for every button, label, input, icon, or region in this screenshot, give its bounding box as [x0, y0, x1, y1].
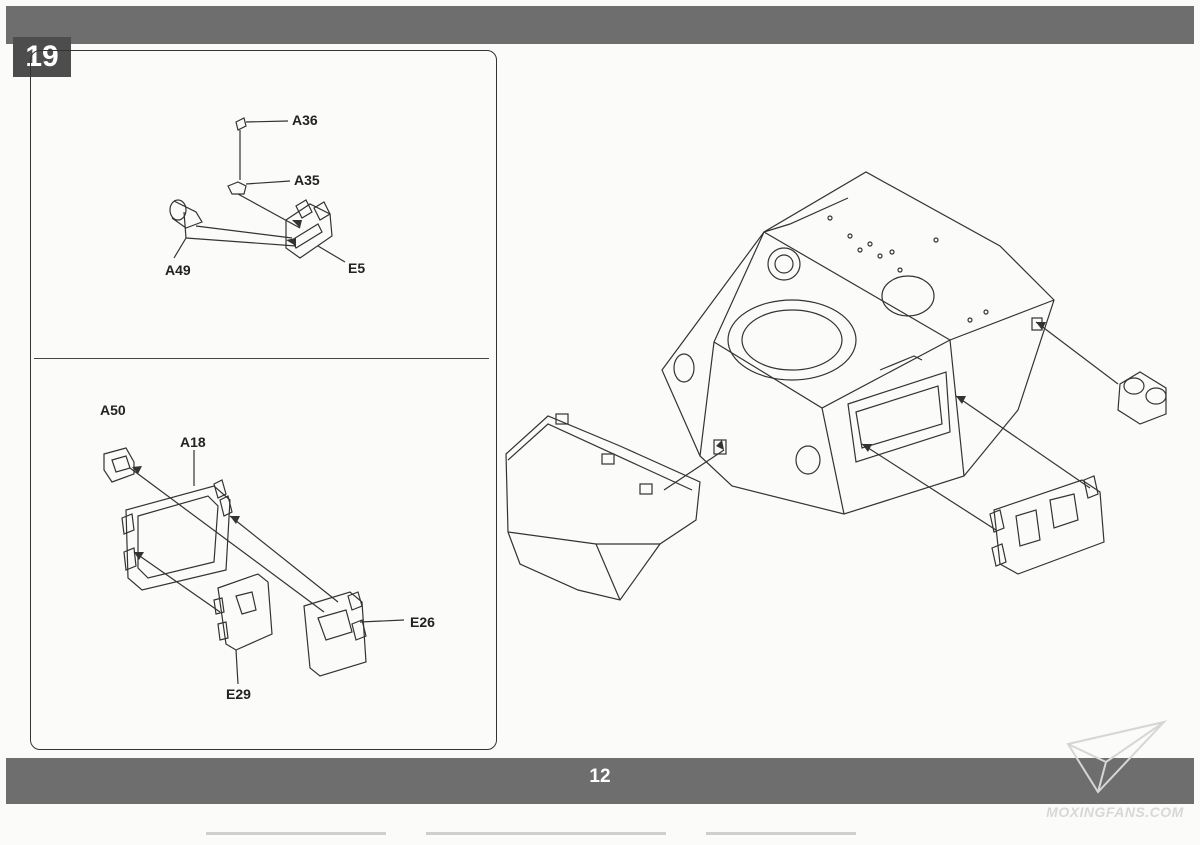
watermark-text: MOXINGFANS.COM	[1046, 804, 1184, 820]
part-label-a49: A49	[165, 262, 191, 278]
part-label-e5: E5	[348, 260, 366, 276]
part-label-a18: A18	[180, 434, 206, 450]
step-number-badge: 19	[13, 37, 71, 77]
part-label-e26: E26	[410, 614, 435, 630]
sub-assembly-frame	[30, 50, 497, 750]
footer-band	[6, 758, 1194, 804]
periscope-subassembly-drawing	[169, 117, 346, 263]
header-band	[6, 6, 1194, 44]
page-number: 12	[589, 766, 611, 787]
footer-stripes	[6, 828, 1194, 838]
part-label-e29: E29	[226, 686, 251, 702]
part-label-a35: A35	[294, 172, 320, 188]
part-label-a50: A50	[100, 402, 126, 418]
part-label-a36: A36	[292, 112, 318, 128]
panel-divider	[34, 358, 489, 359]
vision-block-subassembly-drawing	[103, 447, 405, 685]
turret-main-drawing	[505, 171, 1167, 601]
